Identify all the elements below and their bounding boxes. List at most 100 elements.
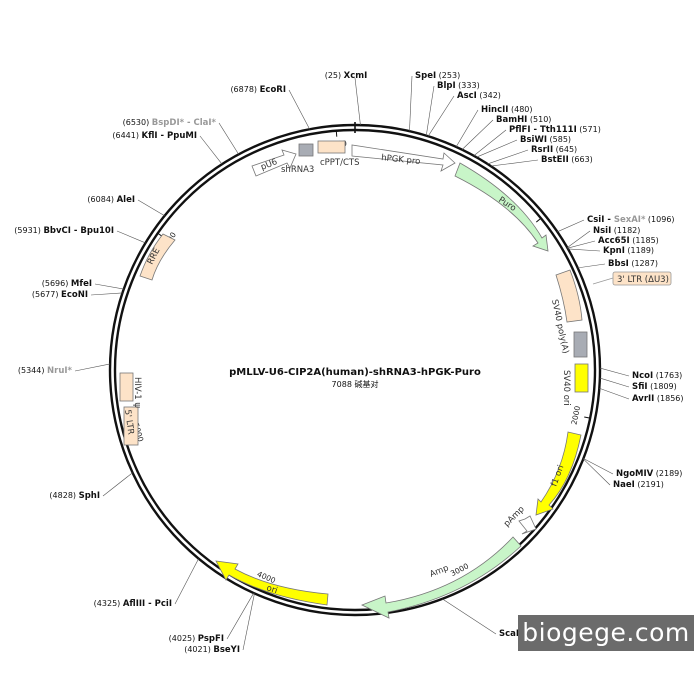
site-leader xyxy=(442,598,497,635)
tick-mark xyxy=(584,416,591,419)
site-label: KpnI (1189) xyxy=(603,246,654,256)
site-label: (4828) SphI xyxy=(49,491,100,501)
site-name: AvrII xyxy=(632,394,654,404)
site-name: BamHI xyxy=(496,115,527,125)
site-name: EcoRI xyxy=(260,85,286,95)
site-name: RsrII xyxy=(531,145,553,155)
site-leader xyxy=(567,230,591,248)
site-position: (1287) xyxy=(629,259,658,268)
site-position: (4828) xyxy=(49,491,78,500)
site-leader xyxy=(137,199,165,217)
feature-shrna3 xyxy=(298,143,314,157)
site-name: PflFI - Tth111I xyxy=(509,125,577,135)
site-leader xyxy=(567,248,601,252)
site-position: (333) xyxy=(456,81,480,90)
site-name: AscI xyxy=(457,91,477,101)
site-leader xyxy=(567,240,596,249)
label-5ltr: 5' LTR xyxy=(122,409,135,435)
site-label: PflFI - Tth111I (571) xyxy=(509,125,601,135)
site-name: BsiWI xyxy=(520,135,547,145)
site-name: NgoMIV xyxy=(616,469,654,479)
site-position: (253) xyxy=(436,71,460,80)
site-leader xyxy=(90,292,123,296)
site-name: ScaI xyxy=(499,629,519,639)
site-name: HincII xyxy=(481,105,508,115)
site-label: (6878) EcoRI xyxy=(230,85,286,95)
label-hpgk-pro: hPGK pro xyxy=(381,153,421,167)
site-position: (342) xyxy=(477,91,501,100)
site-position: (1096) xyxy=(645,215,674,224)
site-leader xyxy=(102,472,133,497)
site-leader xyxy=(599,387,630,400)
site-leader xyxy=(455,109,479,147)
site-name: PspFI xyxy=(198,634,224,644)
site-leader xyxy=(473,129,507,156)
site-label: NgoMIV (2189) xyxy=(616,469,682,479)
site-name: NcoI xyxy=(632,371,653,381)
site-leader xyxy=(583,458,614,475)
site-label: NaeI (2191) xyxy=(613,480,664,490)
site-leader xyxy=(354,77,361,126)
site-label: (4021) BseYI xyxy=(184,645,240,655)
site-name: SfiI xyxy=(632,382,648,392)
site-name: AflIII - PciI xyxy=(123,599,172,609)
feature-cppt xyxy=(317,140,346,154)
site-label: (5677) EcoNI xyxy=(32,290,88,300)
site-position: (5677) xyxy=(32,290,61,299)
site-label: (6084) AleI xyxy=(87,195,135,205)
feature-amp xyxy=(360,536,522,619)
site-position: (5696) xyxy=(42,279,71,288)
site-position: (480) xyxy=(508,105,532,114)
site-position: (2189) xyxy=(653,469,682,478)
site-label: (6441) KflI - PpuMI xyxy=(112,131,197,141)
label-ori: ori xyxy=(265,583,279,596)
tick-label: 2000 xyxy=(570,405,583,426)
site-leader xyxy=(599,377,630,388)
site-leader xyxy=(461,119,494,150)
tick-mark xyxy=(535,217,542,223)
site-name: BbsI xyxy=(608,259,629,269)
site-name-alt: SexAI* xyxy=(614,215,646,225)
site-leader xyxy=(242,593,255,651)
site-name: XcmI xyxy=(344,71,368,81)
site-name: AleI xyxy=(117,195,135,205)
site-leader xyxy=(199,135,223,165)
site-name: EcoNI xyxy=(61,290,88,300)
feature-sv40-ori xyxy=(574,363,589,393)
label-cppt: cPPT/CTS xyxy=(320,158,360,168)
site-name: SpeI xyxy=(415,71,436,81)
site-leader xyxy=(116,230,146,244)
site-label: SpeI (253) xyxy=(415,71,460,81)
site-label: CsiI - SexAI* (1096) xyxy=(587,215,675,225)
site-label: NsiI (1182) xyxy=(593,226,640,236)
site-label: BbsI (1287) xyxy=(608,259,658,269)
feature-pamp xyxy=(518,515,537,535)
site-position: (4021) xyxy=(184,645,213,654)
site-leader xyxy=(583,458,611,486)
site-name: NsiI xyxy=(593,226,611,236)
site-position: (6084) xyxy=(87,195,116,204)
label-shrna3: shRNA3 xyxy=(281,165,314,175)
site-name: BstEII xyxy=(541,155,569,165)
label-sv40-ori: SV40 ori xyxy=(561,370,571,406)
site-leader xyxy=(94,283,124,290)
site-label: RsrII (645) xyxy=(531,145,577,155)
plasmid-title: pMLLV-U6-CIP2A(human)-shRNA3-hPGK-Puro xyxy=(229,367,481,378)
site-position: (5344) xyxy=(18,366,47,375)
site-leader xyxy=(288,89,310,130)
site-label: (4025) PspFI xyxy=(169,634,224,644)
site-position: (6530) xyxy=(123,118,152,127)
site-position: (4025) xyxy=(169,634,198,643)
site-label: Acc65I (1185) xyxy=(598,236,659,246)
feature-5ltr xyxy=(123,406,139,446)
label-3ltr: 3' LTR (ΔU3) xyxy=(617,275,669,285)
watermark: biogege.com xyxy=(518,615,694,651)
site-name: BseYI xyxy=(213,645,240,655)
site-position: (1856) xyxy=(654,394,683,403)
feature-grey-block xyxy=(573,331,588,358)
feature-3ltr-box xyxy=(612,271,672,286)
site-name: BspDI* - ClaI* xyxy=(152,118,217,128)
label-amp: Amp xyxy=(428,563,450,580)
